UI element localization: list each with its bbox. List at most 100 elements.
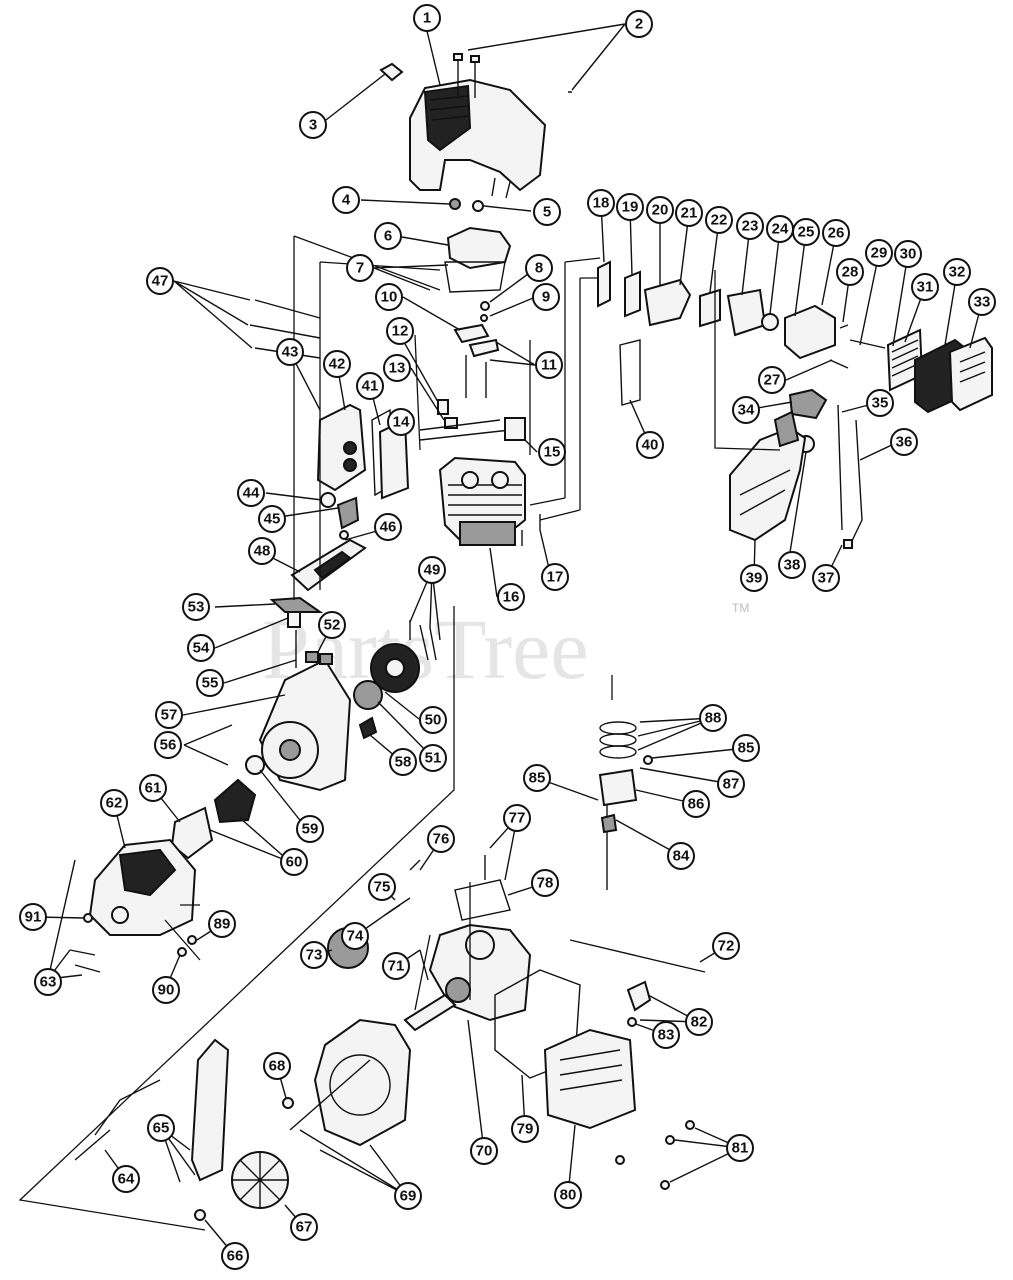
svg-text:49: 49 [424,562,441,579]
svg-text:57: 57 [161,707,178,724]
svg-text:33: 33 [974,294,991,311]
callout-72: 72 [712,932,740,960]
callout-25: 25 [792,218,820,246]
callout-43: 43 [276,338,304,366]
svg-text:59: 59 [302,821,319,838]
svg-text:15: 15 [544,444,561,461]
svg-text:12: 12 [392,323,409,340]
callout-44: 44 [237,479,265,507]
svg-text:89: 89 [214,916,231,933]
callout-56: 56 [154,731,182,759]
svg-text:81: 81 [732,1140,749,1157]
svg-text:40: 40 [642,437,659,454]
svg-text:69: 69 [400,1188,417,1205]
svg-text:70: 70 [476,1143,493,1160]
svg-text:13: 13 [389,360,406,377]
callout-16: 16 [497,583,525,611]
callout-62: 62 [100,789,128,817]
callout-45: 45 [258,505,286,533]
callout-49: 49 [418,556,446,584]
svg-text:43: 43 [282,344,299,361]
svg-text:77: 77 [509,810,526,827]
svg-text:64: 64 [118,1171,135,1188]
callout-38: 38 [778,551,806,579]
callout-4: 4 [332,186,360,214]
svg-text:80: 80 [560,1187,577,1204]
callout-11: 11 [535,351,563,379]
callout-48: 48 [248,537,276,565]
svg-text:3: 3 [309,117,317,134]
svg-text:48: 48 [254,543,271,560]
callout-87: 87 [717,770,745,798]
svg-text:35: 35 [872,395,889,412]
callout-26: 26 [822,219,850,247]
svg-text:66: 66 [227,1248,244,1265]
callout-18: 18 [587,189,615,217]
svg-text:84: 84 [673,848,690,865]
callout-75: 75 [368,873,396,901]
svg-text:74: 74 [347,928,364,945]
callout-10: 10 [375,283,403,311]
callout-20: 20 [646,196,674,224]
callout-68: 68 [263,1052,291,1080]
callout-12: 12 [386,317,414,345]
svg-text:73: 73 [306,947,323,964]
callout-17: 17 [541,563,569,591]
svg-text:62: 62 [106,795,123,812]
svg-text:52: 52 [324,617,341,634]
callout-85-right: 85 [732,734,760,762]
svg-text:28: 28 [842,264,859,281]
svg-text:67: 67 [296,1219,313,1236]
callout-41: 41 [356,372,384,400]
callout-54: 54 [187,634,215,662]
callout-34: 34 [732,396,760,424]
svg-text:90: 90 [158,982,175,999]
callout-73: 73 [300,941,328,969]
svg-text:83: 83 [658,1027,675,1044]
svg-text:65: 65 [153,1120,170,1137]
svg-text:32: 32 [949,264,966,281]
callout-46: 46 [374,513,402,541]
callout-82: 82 [685,1008,713,1036]
callout-61: 61 [139,774,167,802]
callout-bubbles: 1 2 3 4 5 6 7 8 9 10 11 12 13 14 15 16 1… [19,4,996,1270]
svg-text:5: 5 [543,204,551,221]
svg-text:21: 21 [681,205,698,222]
callout-58: 58 [389,748,417,776]
watermark-trademark: TM [732,601,749,615]
callout-24: 24 [766,215,794,243]
callout-79: 79 [511,1115,539,1143]
callout-65: 65 [147,1114,175,1142]
svg-text:85: 85 [738,740,755,757]
callout-7: 7 [346,254,374,282]
callout-78: 78 [531,869,559,897]
svg-text:36: 36 [896,434,913,451]
callout-6: 6 [374,222,402,250]
callout-76: 76 [427,825,455,853]
svg-text:27: 27 [764,372,781,389]
svg-text:76: 76 [433,831,450,848]
svg-text:55: 55 [202,675,219,692]
callout-47: 47 [146,267,174,295]
callout-13: 13 [383,354,411,382]
callout-8: 8 [525,254,553,282]
callout-84: 84 [667,842,695,870]
svg-text:24: 24 [772,221,789,238]
svg-text:68: 68 [269,1058,286,1075]
callout-55: 55 [196,669,224,697]
callout-39: 39 [740,564,768,592]
svg-text:39: 39 [746,570,763,587]
callout-70: 70 [470,1137,498,1165]
callout-90: 90 [152,976,180,1004]
svg-text:88: 88 [705,710,722,727]
svg-text:47: 47 [152,273,169,290]
assembly-guide-lines [18,235,781,1231]
callout-35: 35 [866,389,894,417]
callout-69: 69 [394,1182,422,1210]
callout-59: 59 [296,815,324,843]
callout-80: 80 [554,1181,582,1209]
callout-42: 42 [323,350,351,378]
svg-text:50: 50 [425,712,442,729]
svg-text:38: 38 [784,557,801,574]
svg-text:16: 16 [503,589,520,606]
